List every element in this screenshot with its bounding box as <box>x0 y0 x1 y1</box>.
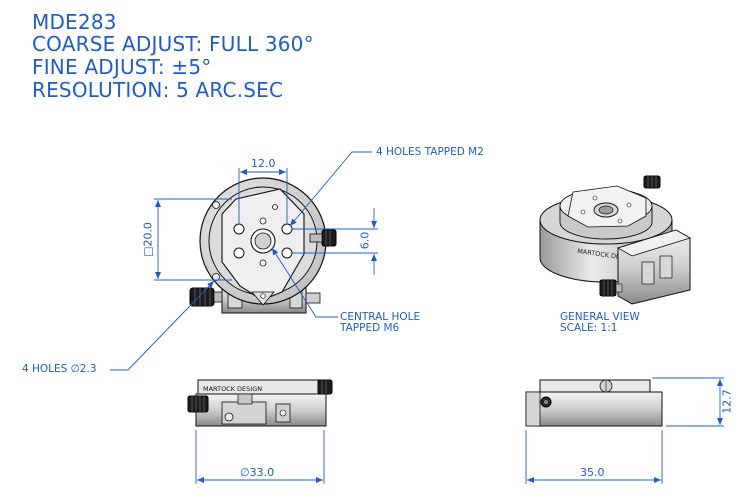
holes-diameter-callout: 4 HOLES ∅2.3 <box>22 363 97 375</box>
front-engraving: MARTOCK DESIGN <box>203 385 262 393</box>
front-knob-icon <box>599 279 623 297</box>
dim-hole-spacing-x: 12.0 <box>251 157 276 170</box>
coarse-knob-icon <box>189 287 223 307</box>
general-view: MARTOCK DESIGN <box>539 175 691 305</box>
general-view-label: GENERAL VIEW <box>560 311 640 323</box>
front-coarse-knob-icon <box>187 395 209 413</box>
mounting-hole <box>233 223 245 235</box>
mounting-hole <box>281 247 293 259</box>
side-view <box>525 379 663 427</box>
dim-hole-spacing-y: 6.0 <box>358 231 372 250</box>
front-view-dimensions <box>195 430 325 484</box>
dim-width: 35.0 <box>580 466 605 479</box>
top-view-dimensions <box>110 151 378 371</box>
mounting-hole <box>233 247 245 259</box>
resolution-spec: RESOLUTION: 5 ARC.SEC <box>32 78 284 102</box>
front-fine-knob-icon <box>317 379 333 395</box>
scale-label: SCALE: 1:1 <box>560 322 618 334</box>
central-hole-callout-line2: TAPPED M6 <box>340 322 400 334</box>
front-view: MARTOCK DESIGN <box>187 379 333 427</box>
model-name: MDE283 <box>32 10 117 34</box>
dim-square-size: □20.0 <box>141 222 155 257</box>
holes-tapped-callout: 4 HOLES TAPPED M2 <box>376 146 484 158</box>
fine-knob-icon <box>309 229 337 247</box>
fine-adjust-spec: FINE ADJUST: ±5° <box>32 55 212 79</box>
side-view-dimensions <box>525 377 724 484</box>
central-hole-callout-line1: CENTRAL HOLE <box>340 311 421 323</box>
dim-diameter: ∅33.0 <box>240 466 275 479</box>
top-view <box>189 177 337 314</box>
dim-height: 12.7 <box>720 389 734 414</box>
coarse-adjust-spec: COARSE ADJUST: FULL 360° <box>32 32 314 56</box>
rear-knob-icon <box>643 175 661 189</box>
